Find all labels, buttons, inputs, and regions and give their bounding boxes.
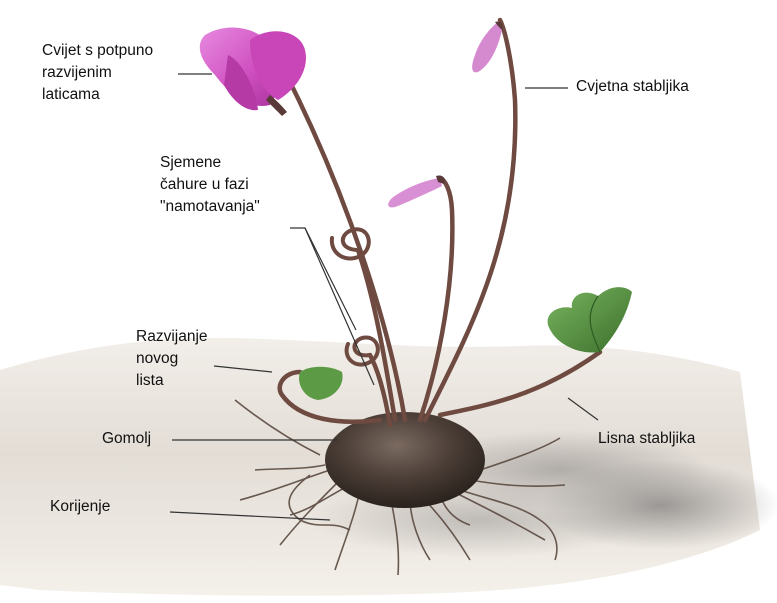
label-roots: Korijenje	[50, 496, 110, 518]
label-seed-pods: Sjemene čahure u fazi "namotavanja"	[160, 152, 260, 218]
label-flower: Cvijet s potpuno razvijenim laticama	[42, 40, 153, 106]
leaf-large	[548, 287, 632, 352]
label-tuber: Gomolj	[102, 428, 151, 450]
label-new-leaf: Razvijanje novog lista	[136, 326, 208, 392]
open-flower	[200, 28, 306, 116]
flower-drooping	[388, 175, 445, 207]
label-leaf-stalk: Lisna stabljika	[598, 428, 695, 450]
flower-bud-top	[472, 21, 502, 72]
tuber-shape	[325, 412, 485, 508]
label-flower-stalk: Cvjetna stabljika	[576, 76, 689, 98]
